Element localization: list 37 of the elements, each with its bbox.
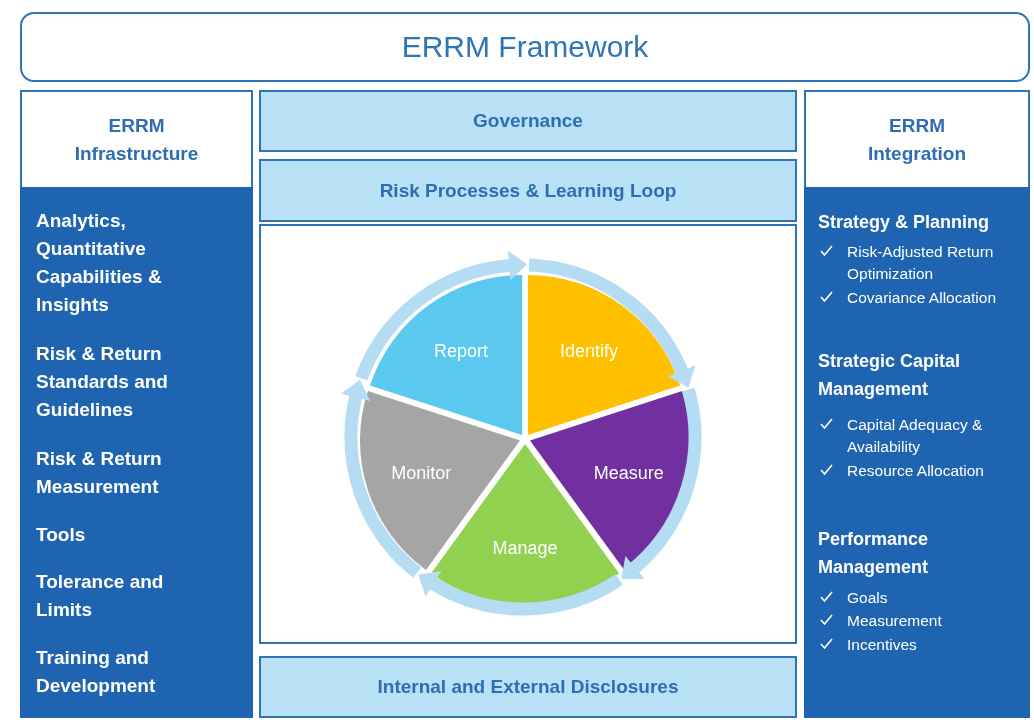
segment-label: Measure [593, 462, 664, 484]
panel-heading: Training and Development [36, 646, 157, 698]
cycle-panel [259, 224, 797, 644]
segment-label: Monitor [391, 462, 452, 484]
side-panel [20, 187, 253, 718]
side-panel [804, 187, 1030, 718]
list-item: Covariance Allocation [847, 288, 998, 308]
list-item: Goals [847, 588, 889, 608]
list-item: Measurement [847, 611, 943, 631]
section-band: Risk Processes & Learning Loop [259, 159, 797, 222]
section-band: Governance [259, 90, 797, 152]
header-text: ERRM Integration [866, 114, 968, 166]
panel-heading: Tools [36, 523, 87, 547]
panel-heading: Strategy & Planning [818, 211, 991, 234]
column-header [20, 90, 253, 187]
list-item: Resource Allocation [847, 461, 985, 481]
segment-label: Report [433, 340, 488, 362]
cycle-arrow [355, 250, 527, 381]
section-band: Internal and External Disclosures [259, 656, 797, 718]
panel-heading: Risk & Return Standards and Guidelines [36, 342, 169, 422]
segment-label: Identify [560, 340, 619, 362]
cycle-arrow [341, 379, 422, 578]
segment-label: Manage [492, 537, 558, 559]
list-item: Capital Adequacy & Availability [847, 415, 984, 457]
list-item: Incentives [847, 635, 918, 655]
list-item: Risk-Adjusted Return Optimization [847, 242, 995, 284]
cycle-arrow [528, 258, 696, 387]
panel-heading: Risk & Return Measurement [36, 447, 163, 499]
panel-heading: Analytics, Quantitative Capabilities & Insights [36, 209, 163, 317]
panel-heading: Performance Management [818, 528, 930, 579]
column-header [804, 90, 1030, 187]
panel-heading: Tolerance and Limits [36, 570, 165, 622]
title-banner: ERRM Framework [20, 12, 1030, 82]
cycle-arrow [622, 388, 702, 580]
header-text: ERRM Infrastructure [73, 114, 200, 166]
panel-heading: Strategic Capital Management [818, 350, 962, 401]
cycle-arrow [417, 570, 623, 616]
